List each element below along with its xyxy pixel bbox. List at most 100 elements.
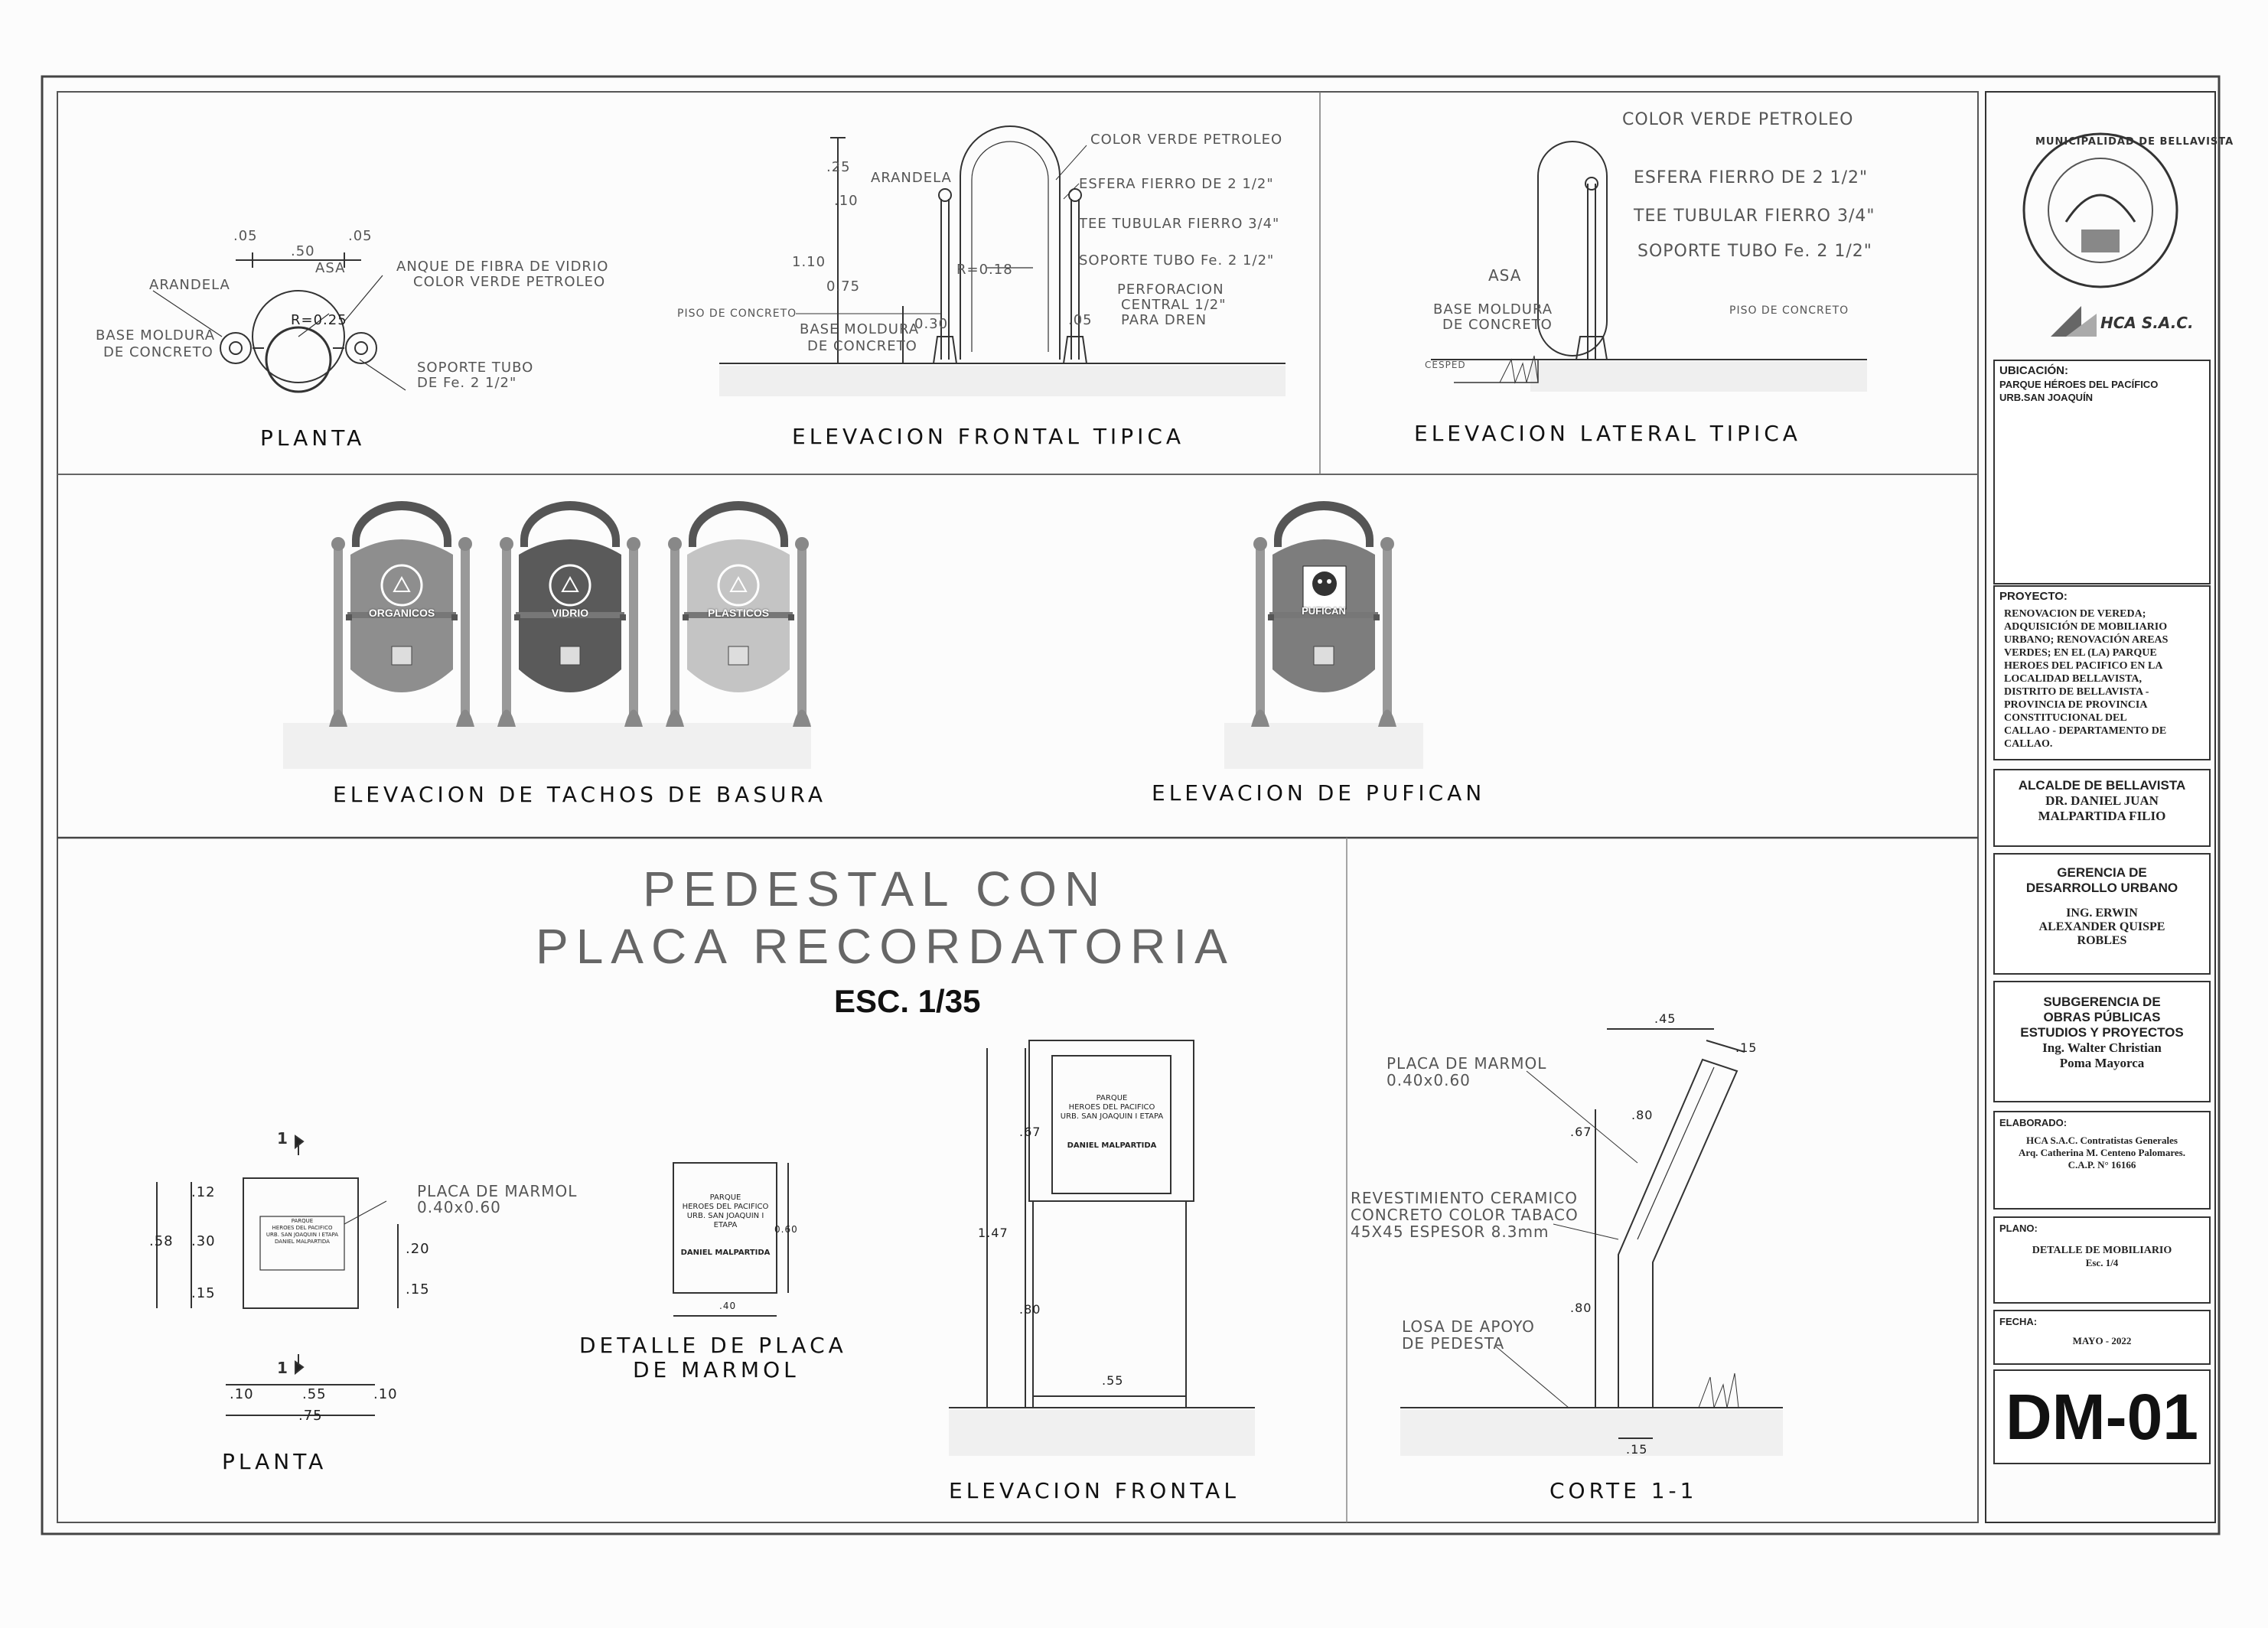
eft-base-1: BASE MOLDURA <box>800 321 920 337</box>
planta-soporte-2: DE Fe. 2 1/2" <box>417 375 517 391</box>
pb-title: PLANTA <box>222 1449 327 1474</box>
elt-cesped: CESPED <box>1425 360 1466 370</box>
proyecto-line: URBANO; RENOVACIÓN AREAS <box>2004 634 2169 646</box>
planta-bottom-drawing <box>156 1135 399 1416</box>
elaborado-line-2: Arq. Catherina M. Centeno Palomares. <box>2019 1147 2185 1158</box>
detalle-plate-line-2: HEROES DEL PACIFICO <box>682 1203 769 1211</box>
ef-plate-name: DANIEL MALPARTIDA <box>1067 1141 1157 1150</box>
pb-dim-l-1: .12 <box>191 1184 216 1200</box>
ef-title: ELEVACION FRONTAL <box>949 1478 1240 1503</box>
gerente-line-1: ING. ERWIN <box>2066 907 2138 920</box>
elt-base-1: BASE MOLDURA <box>1433 301 1553 317</box>
ef-dim-2: 1.47 <box>978 1226 1009 1240</box>
pufican-bin-graphic <box>1251 501 1396 727</box>
ef-plate-line-3: URB. SAN JOAQUIN I ETAPA <box>1060 1112 1164 1121</box>
corte-losa-1: LOSA DE APOYO <box>1402 1317 1535 1336</box>
ef-plate-line-1: PARQUE <box>1096 1094 1128 1102</box>
elt-tee: TEE TUBULAR FIERRO 3/4" <box>1634 207 1875 226</box>
pedestal-title-1: PEDESTAL CON <box>643 861 1108 917</box>
elt-title: ELEVACION LATERAL TIPICA <box>1414 421 1801 446</box>
corte-dim-5: .80 <box>1570 1301 1592 1315</box>
proyecto-line: VERDES; EN EL (LA) PARQUE <box>2004 647 2157 659</box>
planta-base-1: BASE MOLDURA <box>96 327 216 344</box>
proyecto-line: HEROES DEL PACIFICO EN LA <box>2004 660 2163 672</box>
pb-plate-line-2: HEROES DEL PACIFICO <box>272 1225 333 1231</box>
eft-soporte: SOPORTE TUBO Fe. 2 1/2" <box>1079 252 1275 269</box>
detalle-plate-line-3: URB. SAN JOAQUIN I ETAPA <box>686 1212 764 1229</box>
ubicacion-label: UBICACIÓN: <box>1999 364 2068 377</box>
sub-line-3: ESTUDIOS Y PROYECTOS <box>2020 1025 2184 1040</box>
planta-dim-3: .05 <box>348 228 373 244</box>
trash-bin-1: ORGANICOS <box>329 493 474 731</box>
elt-base-2: DE CONCRETO <box>1442 317 1553 333</box>
corte-title: CORTE 1-1 <box>1549 1478 1698 1503</box>
pb-plate-text: PARQUE HEROES DEL PACIFICO URB. SAN JOAQ… <box>262 1218 343 1268</box>
pb-dim-b-4: .75 <box>298 1408 323 1424</box>
detalle-dim-w: .40 <box>719 1301 737 1311</box>
planta-dim-2: .50 <box>291 243 315 259</box>
elev-frontal-tipica-drawing <box>719 125 1286 396</box>
proyecto-line: PROVINCIA DE PROVINCIA <box>2004 699 2148 711</box>
alcalde-title: ALCALDE DE BELLAVISTA <box>2018 778 2186 793</box>
pufican-bin-label: PUFICAN <box>1302 605 1346 617</box>
detalle-plate-line-1: PARQUE <box>709 1193 741 1202</box>
eft-arandela: ARANDELA <box>871 170 952 186</box>
proyecto-line: CALLAO. <box>2004 738 2053 750</box>
tachos-title: ELEVACION DE TACHOS DE BASURA <box>333 782 827 807</box>
ubicacion-line-1: PARQUE HÉROES DEL PACÍFICO <box>1999 379 2159 390</box>
trash-bin-2-graphic <box>497 501 643 727</box>
ef-plate-text: PARQUE HEROES DEL PACIFICO URB. SAN JOAQ… <box>1054 1094 1169 1151</box>
alcalde-box: ALCALDE DE BELLAVISTA DR. DANIEL JUAN MA… <box>1993 769 2211 847</box>
plano-box: PLANO: DETALLE DE MOBILIARIO Esc. 1/4 <box>1993 1216 2211 1304</box>
ef-dim-4: .55 <box>1102 1373 1124 1388</box>
eft-esfera: ESFERA FIERRO DE 2 1/2" <box>1079 176 1274 192</box>
planta-radius: R=0.25 <box>291 312 347 328</box>
corte-dim-6: .15 <box>1626 1442 1648 1457</box>
proyecto-box: PROYECTO: RENOVACION DE VEREDA;ADQUISICI… <box>1993 585 2211 760</box>
eft-perf-2: CENTRAL 1/2" <box>1121 297 1227 313</box>
gerente-line-2: ALEXANDER QUISPE <box>2038 920 2165 933</box>
eft-piso: PISO DE CONCRETO <box>677 308 797 320</box>
eft-dim-3: 1.10 <box>792 254 826 270</box>
plano-label: PLANO: <box>1999 1223 2038 1234</box>
corte-dim-3: .80 <box>1631 1108 1654 1122</box>
corte-losa-2: DE PEDESTA <box>1402 1334 1505 1353</box>
elt-piso: PISO DE CONCRETO <box>1729 304 1849 317</box>
pufican-title: ELEVACION DE PUFICAN <box>1152 780 1486 806</box>
fecha-value: MAYO - 2022 <box>2072 1335 2132 1346</box>
pb-plate-line-3: URB. SAN JOAQUIN I ETAPA <box>266 1232 339 1238</box>
elaborado-label: ELABORADO: <box>1999 1117 2068 1128</box>
pb-dim-l-3: .15 <box>191 1285 216 1301</box>
gerencia-box: GERENCIA DE DESARROLLO URBANO ING. ERWIN… <box>1993 853 2211 975</box>
ubicacion-line-2: URB.SAN JOAQUÍN <box>1999 392 2094 403</box>
corte-rev-3: 45X45 ESPESOR 8.3mm <box>1351 1223 1549 1241</box>
pb-plate-line-1: PARQUE <box>291 1218 314 1224</box>
trash-bin-3: PLASTICOS <box>666 493 811 731</box>
pb-dim-r-2: .15 <box>406 1281 430 1298</box>
planta-base-2: DE CONCRETO <box>103 344 213 360</box>
pufican-bin: PUFICAN <box>1251 493 1396 731</box>
gerencia-line-2: DESARROLLO URBANO <box>2025 881 2178 895</box>
proyecto-line: ADQUISICIÓN DE MOBILIARIO <box>2004 621 2168 633</box>
eft-perf-3: PARA DREN <box>1121 312 1207 328</box>
proyecto-lines: RENOVACION DE VEREDA;ADQUISICIÓN DE MOBI… <box>2004 607 2209 751</box>
corte-rev-2: CONCRETO COLOR TABACO <box>1351 1206 1579 1224</box>
eft-base-2: DE CONCRETO <box>807 338 917 354</box>
trash-bin-2: VIDRIO <box>497 493 643 731</box>
eft-dim-2: .10 <box>834 193 859 209</box>
planta-dim-1: .05 <box>233 228 258 244</box>
eft-color: COLOR VERDE PETROLEO <box>1090 132 1283 148</box>
planta-soporte-1: SOPORTE TUBO <box>417 360 534 376</box>
pedestal-scale: ESC. 1/35 <box>834 983 981 1019</box>
plano-line-1: DETALLE DE MOBILIARIO <box>2032 1245 2172 1256</box>
planta-top-title: PLANTA <box>260 425 366 451</box>
detalle-title-2: DE MARMOL <box>633 1357 800 1382</box>
detalle-dim-h: 0.60 <box>774 1224 798 1235</box>
pb-label-1: PLACA DE MARMOL <box>417 1182 578 1200</box>
ef-dim-1: .67 <box>1019 1125 1041 1139</box>
eft-title: ELEVACION FRONTAL TIPICA <box>792 424 1185 449</box>
pb-label-2: 0.40x0.60 <box>417 1198 501 1216</box>
pb-dim-b-1: .10 <box>230 1386 254 1402</box>
ef-dim-3: .80 <box>1019 1302 1041 1317</box>
proyecto-line: DISTRITO DE BELLAVISTA - <box>2004 686 2149 698</box>
